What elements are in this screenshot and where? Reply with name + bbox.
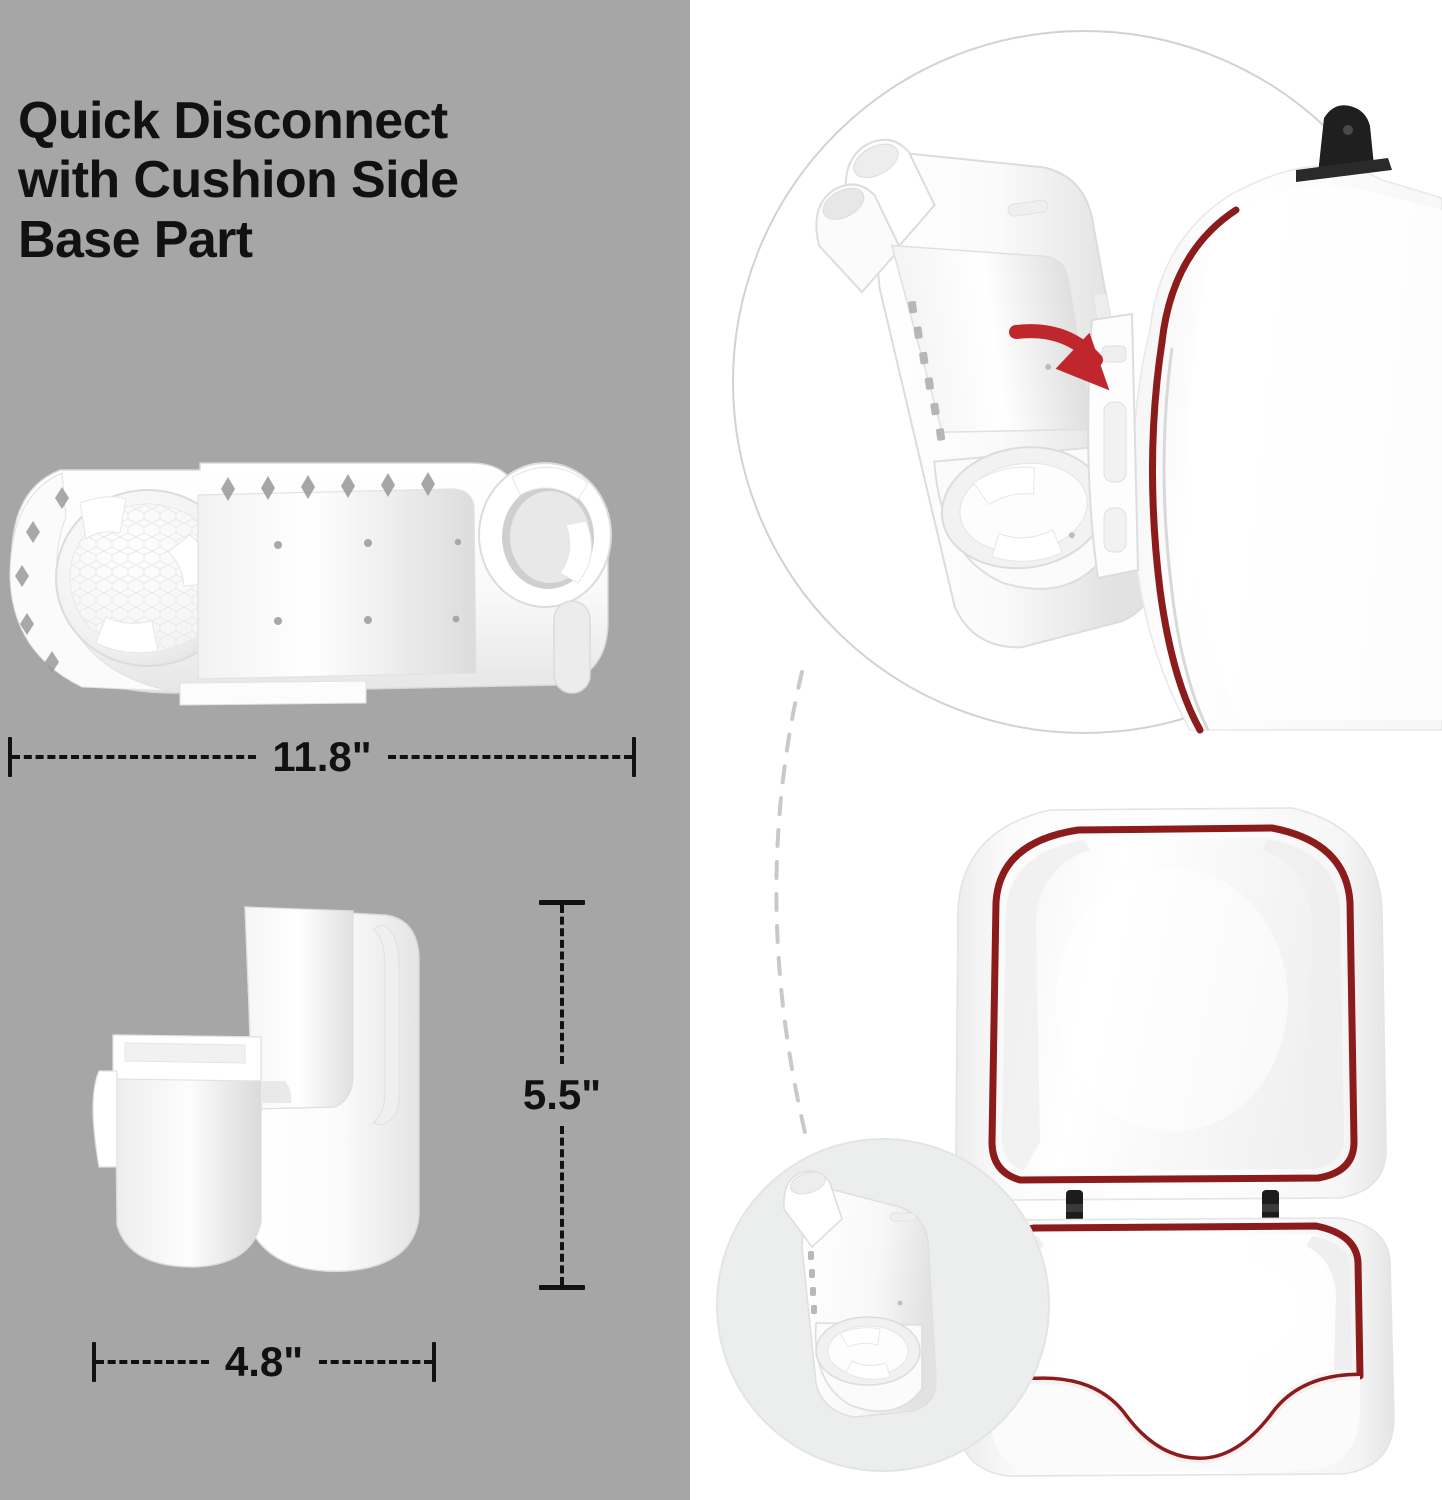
boat-seat <box>900 790 1442 1500</box>
cup-holder-tray-side-view <box>85 885 455 1300</box>
dimension-endcap-bottom <box>539 1285 585 1290</box>
left-spec-panel: Quick Disconnect with Cushion Side Base … <box>0 0 690 1500</box>
dimension-dash-right-2 <box>319 1360 432 1364</box>
dimension-dash-top <box>560 905 564 1064</box>
quick-disconnect-detail-art <box>720 30 1442 734</box>
title-line-1: Quick Disconnect <box>18 92 448 150</box>
dimension-endcap-right <box>632 737 636 777</box>
cup-holder-tray-top-view <box>0 425 650 715</box>
dimension-dash-left-2 <box>96 1360 209 1364</box>
dimension-height-side-label: 5.5" <box>522 1071 602 1118</box>
dimension-dash-left <box>12 755 257 759</box>
dimension-width-side: 4.8" <box>92 1340 436 1384</box>
title-line-2: with Cushion Side <box>18 151 459 210</box>
page-title: Quick Disconnect with Cushion Side Base … <box>18 92 638 270</box>
seat-backrest <box>955 807 1387 1201</box>
assembly-arrow <box>1009 324 1110 391</box>
dimension-width-top: 11.8" <box>8 735 636 779</box>
dimension-height-side: 5.5" <box>523 900 601 1290</box>
dimension-endcap-left-2 <box>92 1342 96 1382</box>
installed-detail-art <box>750 1155 1020 1455</box>
dimension-dash-bottom <box>560 1126 564 1285</box>
dimension-width-side-label: 4.8" <box>224 1338 304 1385</box>
seat-base-cushion <box>957 1217 1395 1477</box>
dimension-endcap-top <box>539 900 585 905</box>
title-line-3: Base Part <box>18 210 253 269</box>
dimension-endcap-left <box>8 737 12 777</box>
right-photo-panel <box>690 0 1442 1500</box>
dimension-width-top-label: 11.8" <box>272 733 372 780</box>
dimension-endcap-right-2 <box>432 1342 436 1382</box>
dimension-dash-right <box>387 755 632 759</box>
